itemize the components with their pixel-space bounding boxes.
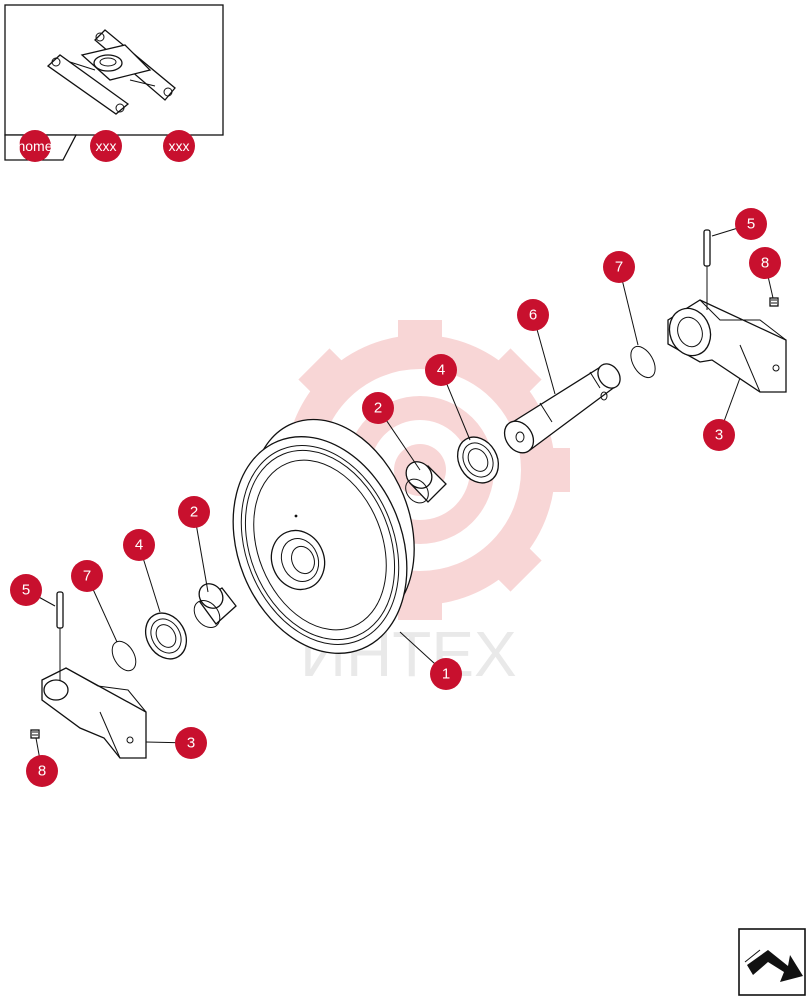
callout-number: 5 <box>747 216 755 233</box>
callouts: 1 2 2 3 3 4 4 5 5 6 7 7 8 8 <box>10 208 781 787</box>
callout-number: 7 <box>615 259 623 276</box>
callout-c4b[interactable]: 4 <box>123 529 155 561</box>
callout-bubble <box>178 496 210 528</box>
callout-c5a[interactable]: 5 <box>735 208 767 240</box>
part-fitting-right <box>769 297 779 307</box>
callout-number: 8 <box>761 255 769 272</box>
breadcrumb-2-label: xxx <box>169 138 190 154</box>
callout-bubble <box>175 727 207 759</box>
callout-number: 6 <box>529 307 537 324</box>
callout-c1[interactable]: 1 <box>430 658 462 690</box>
home-button[interactable]: home <box>17 130 53 162</box>
callout-number: 7 <box>83 568 91 585</box>
part-seal-left <box>144 612 188 660</box>
callout-c3b[interactable]: 3 <box>175 727 207 759</box>
callout-bubble <box>362 392 394 424</box>
callout-bubble <box>10 574 42 606</box>
callout-bubble <box>603 251 635 283</box>
part-bushing-right <box>405 461 447 504</box>
callout-bubble <box>26 755 58 787</box>
breadcrumb-1-label: xxx <box>96 138 117 154</box>
callout-bubble <box>735 208 767 240</box>
home-label: home <box>17 138 52 154</box>
next-page-arrow-icon[interactable] <box>738 928 806 996</box>
part-bracket-right <box>667 299 787 393</box>
callout-c2a[interactable]: 2 <box>362 392 394 424</box>
callout-number: 1 <box>442 666 450 683</box>
part-pin-right <box>703 229 711 310</box>
callout-c8b[interactable]: 8 <box>26 755 58 787</box>
callout-bubble <box>71 560 103 592</box>
breadcrumb-2-button[interactable]: xxx <box>163 130 195 162</box>
part-seal-right <box>456 436 500 484</box>
callout-c7b[interactable]: 7 <box>71 560 103 592</box>
part-fitting-left <box>30 729 40 739</box>
callout-c5b[interactable]: 5 <box>10 574 42 606</box>
callout-number: 4 <box>135 537 143 554</box>
callout-number: 2 <box>190 504 198 521</box>
assembly-thumbnail <box>46 29 176 115</box>
callout-bubble <box>430 658 462 690</box>
callout-number: 4 <box>437 362 445 379</box>
callout-c7a[interactable]: 7 <box>603 251 635 283</box>
part-snap-ring-right <box>630 345 656 379</box>
callout-c3a[interactable]: 3 <box>703 419 735 451</box>
navigation-panel: home xxx xxx <box>4 4 224 162</box>
part-bushing-left <box>193 583 237 628</box>
callout-number: 8 <box>38 763 46 780</box>
callout-number: 5 <box>22 582 30 599</box>
callout-c6[interactable]: 6 <box>517 299 549 331</box>
part-pin-left <box>56 591 64 680</box>
callout-number: 3 <box>715 427 723 444</box>
callout-number: 2 <box>374 400 382 417</box>
callout-bubble <box>749 247 781 279</box>
part-bracket-left <box>41 667 147 759</box>
callout-bubble <box>425 354 457 386</box>
callout-bubble <box>703 419 735 451</box>
callout-c2b[interactable]: 2 <box>178 496 210 528</box>
part-snap-ring-left <box>111 640 137 672</box>
wheel-hub <box>270 514 326 591</box>
callout-c8a[interactable]: 8 <box>749 247 781 279</box>
callout-bubble <box>517 299 549 331</box>
callout-number: 3 <box>187 735 195 752</box>
part-shaft <box>503 363 621 454</box>
breadcrumb-1-button[interactable]: xxx <box>90 130 122 162</box>
callout-c4a[interactable]: 4 <box>425 354 457 386</box>
callout-bubble <box>123 529 155 561</box>
